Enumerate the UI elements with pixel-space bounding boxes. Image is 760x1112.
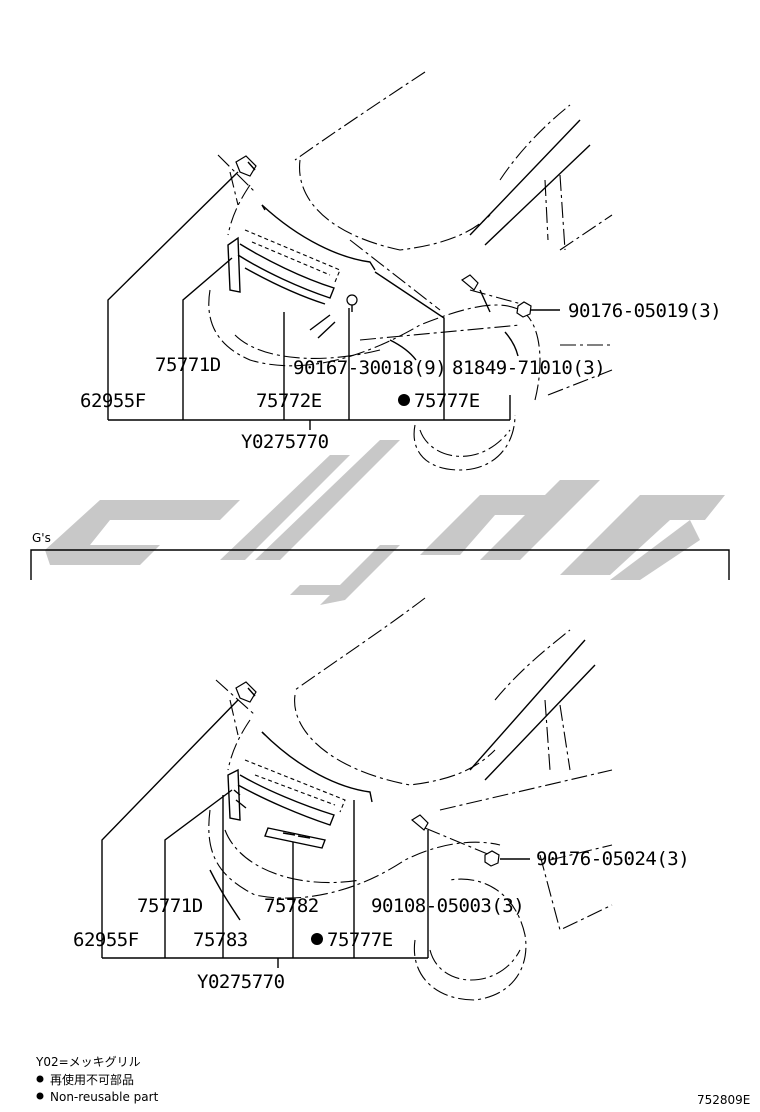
clip-icon [235, 681, 257, 703]
nut-icon [484, 850, 500, 867]
section-label: G's [32, 531, 51, 545]
clip-icon [410, 814, 429, 831]
watermark [45, 440, 725, 605]
non-reusable-bullet-icon [36, 1075, 44, 1083]
label-75777E: 75777E [327, 929, 393, 951]
legend-nonreusable-jp: 再使用不可部品 [50, 1072, 134, 1087]
clip-icon [235, 155, 257, 177]
label-90176-05024: 90176-05024(3) [536, 848, 689, 870]
screw-icon [346, 294, 358, 312]
label-90176-05019: 90176-05019(3) [568, 300, 721, 322]
label-assembly: Y0275770 [197, 971, 285, 993]
label-90167-30018: 90167-30018(9) [293, 357, 446, 379]
label-75771D: 75771D [155, 354, 221, 376]
section-gs: G's [30, 531, 730, 580]
bottom-car-view: 90176-05024(3) 75771D 75782 90108-05003(… [73, 597, 690, 1001]
non-reusable-bullet-icon [311, 933, 323, 945]
label-75783: 75783 [193, 929, 248, 951]
non-reusable-bullet-icon [36, 1092, 44, 1100]
label-75772E: 75772E [256, 390, 322, 412]
legend-nonreusable-en: Non-reusable part [50, 1090, 159, 1104]
figure-id: 752809E [697, 1093, 750, 1107]
label-75777E: 75777E [414, 390, 480, 412]
clip-icon [460, 274, 479, 291]
legend: Y02=メッキグリル 再使用不可部品 Non-reusable part [35, 1055, 159, 1104]
label-62955F: 62955F [73, 929, 139, 951]
label-62955F: 62955F [80, 390, 146, 412]
nut-icon [516, 301, 532, 318]
label-90108-05003: 90108-05003(3) [371, 895, 524, 917]
label-assembly: Y0275770 [241, 431, 329, 453]
non-reusable-bullet-icon [398, 394, 410, 406]
legend-y02: Y02=メッキグリル [35, 1055, 141, 1069]
label-75782: 75782 [264, 895, 319, 917]
label-81849-71010: 81849-71010(3) [452, 357, 605, 379]
label-75771D: 75771D [137, 895, 203, 917]
top-car-view: 90176-05019(3) 75771D 90167-30018(9) 818… [80, 71, 722, 471]
